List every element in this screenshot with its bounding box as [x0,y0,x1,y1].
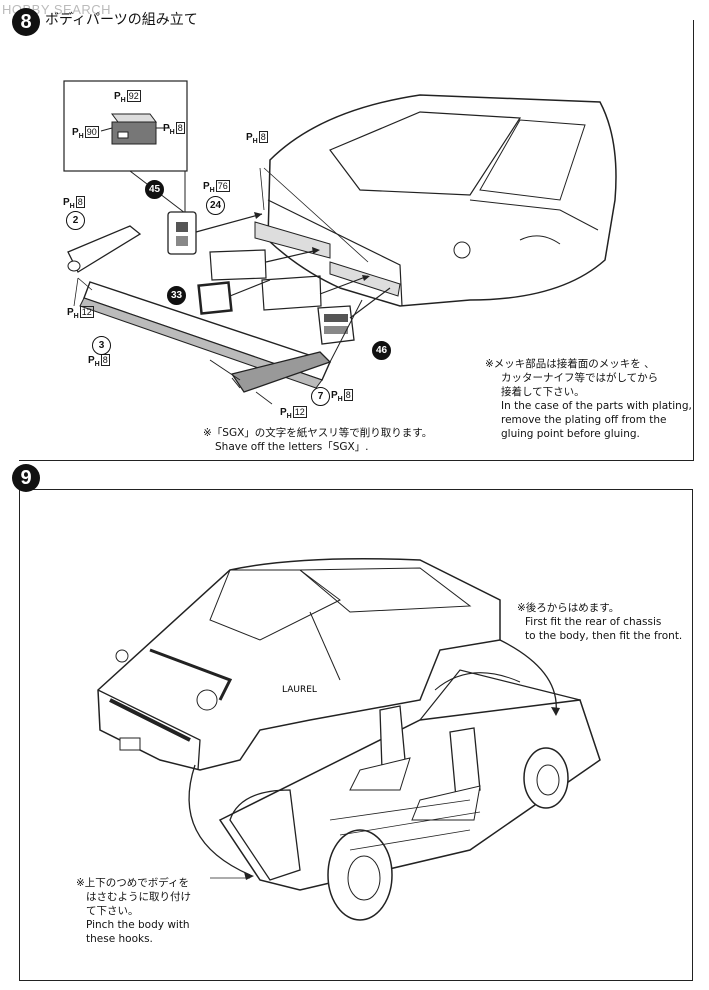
part-46-marker: 46 [372,341,391,360]
part-3-marker: 3 [92,336,111,355]
step9-badge: 9 [12,464,40,492]
rear-first-note: ※後ろからはめます。 First fit the rear of chassis… [517,602,683,642]
plating-note: ※メッキ部品は接着面のメッキを 、 カッターナイフ等ではがしてから 接着して下さ… [485,358,692,440]
sgx-note: ※「SGX」の文字を紙ヤスリ等で削り取ります。 Shave off the le… [203,427,433,453]
svg-text:LAUREL: LAUREL [282,685,317,695]
part-7-marker: 7 [311,387,330,406]
part-45-marker: 45 [145,180,164,199]
part-2-marker: 2 [66,211,85,230]
step8-panel [19,20,694,461]
part-33-marker: 33 [167,286,186,305]
inset-box [63,80,188,172]
step8-title: ボディパーツの組み立て [45,12,198,28]
step8-badge: 8 [12,8,40,36]
hooks-note: ※上下のつめでボディを はさむように取り付け て下さい。 Pinch the b… [76,877,191,945]
part-24-marker: 24 [206,196,225,215]
